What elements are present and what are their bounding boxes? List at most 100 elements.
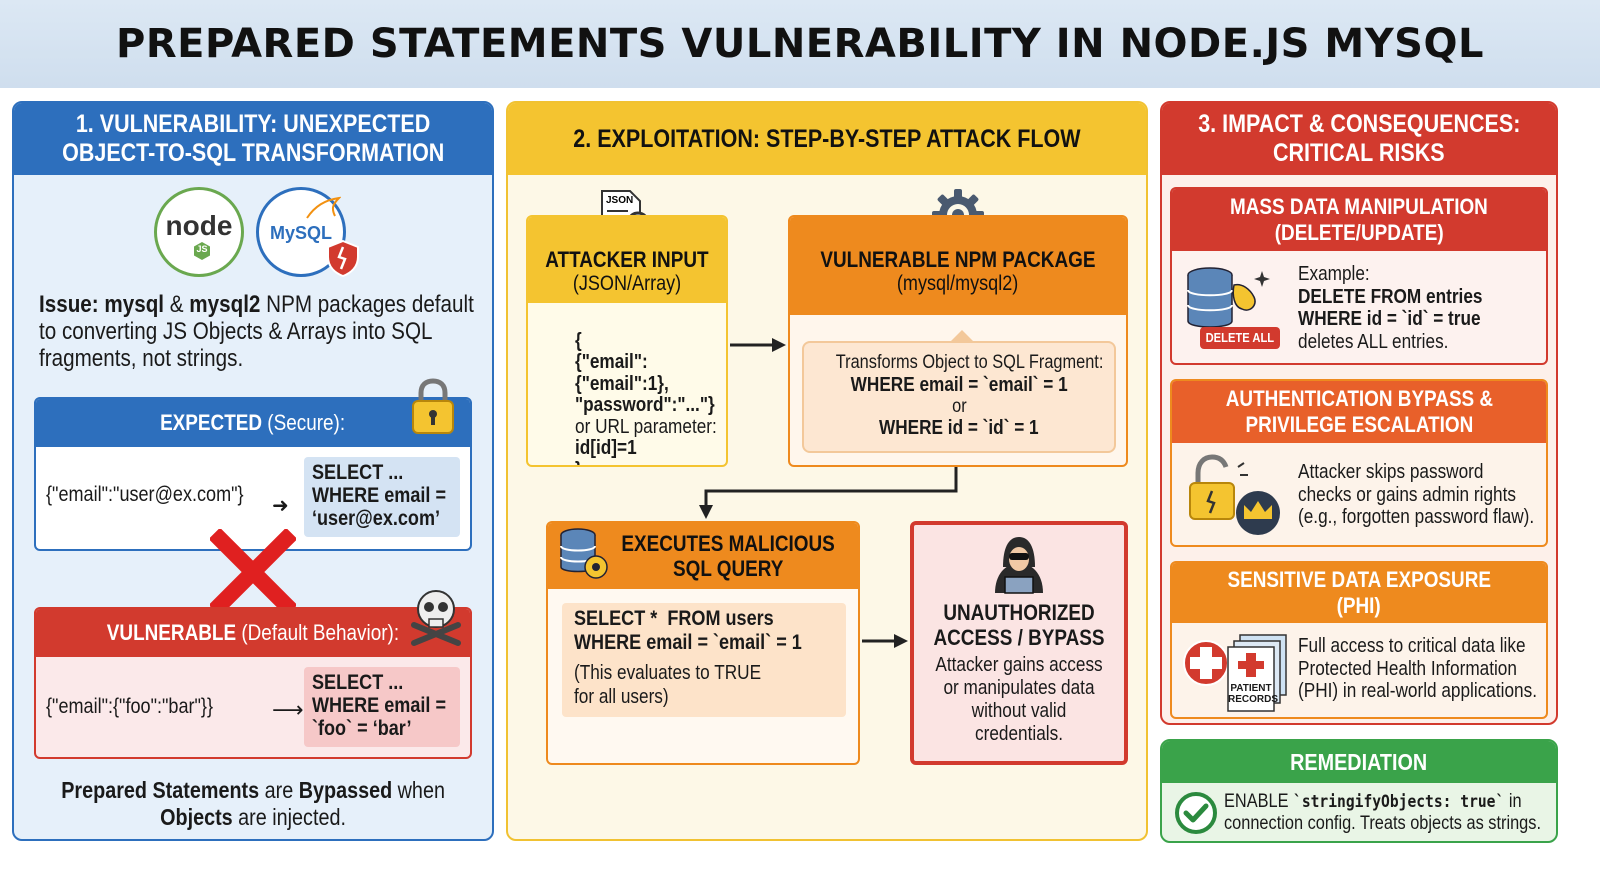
unauthorized-desc-line: without valid [971,700,1067,722]
auth-desc-line: (e.g., forgotten password flaw). [1298,506,1535,528]
issue-line2: to converting JS Objects & Arrays into S… [39,318,433,345]
mass-code-line2: WHERE id = `id` = true [1298,308,1481,330]
issue-pkg1: mysql [104,291,165,318]
exploitation-panel-header: 2. EXPLOITATION: STEP-BY-STEP ATTACK FLO… [508,103,1146,175]
check-circle-icon [1175,792,1217,834]
sensitive-desc-line: Protected Health Information [1298,657,1517,680]
vulnerable-label: VULNERABLE [106,620,237,645]
attacker-input-title: ATTACKER INPUT [545,247,709,272]
unauthorized-access-box: UNAUTHORIZED ACCESS / BYPASS Attacker ga… [910,521,1128,765]
input-code-line: "password":"..."} [575,394,716,416]
node-logo-text: node [165,210,233,241]
transform-line2: WHERE id = `id` = 1 [879,417,1039,439]
transform-label: Transforms Object to SQL Fragment: [835,352,1104,373]
unauthorized-desc-line: Attacker gains access [935,654,1103,676]
auth-bypass-box: AUTHENTICATION BYPASS & PRIVILEGE ESCALA… [1170,379,1548,547]
input-code-line: or URL parameter: [575,415,718,438]
auth-bypass-desc: Attacker skips password checks or gains … [1298,461,1544,529]
auth-bypass-header: AUTHENTICATION BYPASS & PRIVILEGE ESCALA… [1172,381,1546,443]
unauthorized-desc-line: credentials. [975,723,1063,745]
patient-records-label: PATIENT RECORDS [1228,683,1279,705]
issue-amp: & [164,291,190,318]
execute-note-line1: (This evaluates to TRUE [574,662,762,684]
auth-desc-line: Attacker skips password [1298,461,1484,483]
remediation-in: in [1504,791,1522,812]
execute-note-line2: for all users) [574,686,669,708]
footer-text2: when [392,777,445,803]
panel3-title-line2: CRITICAL RISKS [1273,139,1445,167]
arrow-right-icon: ⟶ [272,697,304,722]
footer-text3: are injected. [232,804,346,830]
sensitive-desc-line: Full access to critical data like [1298,635,1526,657]
issue-line3: fragments, not strings. [39,345,244,372]
medical-records-icon [1183,634,1287,712]
expected-box: EXPECTED (Secure): {"email":"user@ex.com… [34,397,472,551]
remediation-code: `stringifyObjects: true` [1293,792,1505,812]
mass-data-header: MASS DATA MANIPULATION (DELETE/UPDATE) [1172,189,1546,251]
sensitive-data-header: SENSITIVE DATA EXPOSURE (PHI) [1172,563,1546,623]
remediation-title: REMEDIATION [1290,749,1428,775]
mass-data-title-line1: MASS DATA MANIPULATION [1230,194,1488,219]
sensitive-title-line1: SENSITIVE DATA EXPOSURE [1227,567,1491,592]
expected-sql-line2: WHERE email = [312,484,446,507]
transform-line1: WHERE email = `email` = 1 [850,374,1068,396]
delete-all-badge: DELETE ALL [1200,327,1280,349]
attacker-input-header: ATTACKER INPUT (JSON/Array) [528,217,726,303]
mysql-logo-text: MySQL [269,223,332,243]
unauthorized-title-line2: ACCESS / BYPASS [933,625,1105,650]
auth-title-line2: PRIVILEGE ESCALATION [1245,412,1473,437]
impact-panel-header: 3. IMPACT & CONSEQUENCES: CRITICAL RISKS [1162,103,1556,175]
hacker-icon [995,537,1043,594]
panel1-footer: Prepared Statements are Bypassed when Ob… [14,777,492,831]
database-delete-icon [1187,267,1270,328]
flow-arrow [730,338,786,352]
exploitation-panel: 2. EXPLOITATION: STEP-BY-STEP ATTACK FLO… [506,101,1148,841]
vulnerable-sql-line3: `foo` = ‘bar’ [312,717,412,740]
execute-sql-line2: WHERE email = `email` = 1 [574,631,802,654]
sensitive-desc-line: (PHI) in real-world applications. [1298,680,1537,702]
npm-package-subtitle: (mysql/mysql2) [897,272,1019,295]
transform-or: or [951,396,967,417]
broken-lock-crown-icon [1189,454,1280,535]
input-code-line: {"email": [575,351,649,373]
issue-rest-line1: NPM packages default [260,291,474,318]
execute-title-line1: EXECUTES MALICIOUS [621,531,835,556]
execute-sql-line1: SELECT * FROM users [574,607,774,630]
svg-text:JSON: JSON [606,195,633,206]
vulnerable-input: {"email":{"foo":"bar"}} [46,695,214,718]
flow-arrow [862,634,908,648]
patient-records-line1: PATIENT [1230,683,1272,694]
auth-desc-line: checks or gains admin rights [1298,483,1516,506]
input-code-line: { [575,329,583,352]
vulnerability-panel-header: 1. VULNERABILITY: UNEXPECTED OBJECT-TO-S… [14,103,492,175]
impact-panel: 3. IMPACT & CONSEQUENCES: CRITICAL RISKS… [1160,101,1558,725]
vulnerable-sql-line2: WHERE email = [312,694,446,717]
vulnerable-header: VULNERABLE (Default Behavior): [36,609,470,657]
issue-pkg2: mysql2 [189,291,261,318]
remediation-panel: REMEDIATION ENABLE `stringifyObjects: tr… [1160,739,1558,843]
panel1-title-line1: 1. VULNERABILITY: UNEXPECTED [75,110,431,138]
remediation-text: ENABLE `stringifyObjects: true` in conne… [1224,791,1554,835]
issue-description: Issue: mysql & mysql2 NPM packages defau… [39,291,479,372]
expected-suffix: (Secure): [262,410,346,435]
expected-label: EXPECTED [160,410,263,435]
delete-all-label: DELETE ALL [1205,330,1275,345]
lock-icon [412,378,454,434]
mass-data-title-line2: (DELETE/UPDATE) [1274,220,1444,245]
database-gear-icon [560,528,608,579]
sensitive-data-desc: Full access to critical data like Protec… [1298,635,1544,703]
mass-data-box: MASS DATA MANIPULATION (DELETE/UPDATE) D… [1170,187,1548,365]
npm-package-box: VULNERABLE NPM PACKAGE (mysql/mysql2) Tr… [788,215,1128,467]
red-x-icon [210,529,296,615]
nodejs-logo: node JS [154,187,244,277]
remediation-enable: ENABLE [1224,791,1294,812]
vulnerable-suffix: (Default Behavior): [236,620,400,645]
patient-records-line2: RECORDS [1228,694,1279,705]
footer-bold3: Objects [160,804,233,830]
unauthorized-title-line1: UNAUTHORIZED [943,600,1095,625]
skull-crossbones-icon [411,590,461,646]
attacker-input-code: { {"email": {"email":1}, "password":"...… [528,303,726,465]
mass-code-line1: DELETE FROM entries [1298,285,1483,308]
input-code-line: } [575,459,582,465]
arrow-right-icon: ➜ [272,495,289,517]
